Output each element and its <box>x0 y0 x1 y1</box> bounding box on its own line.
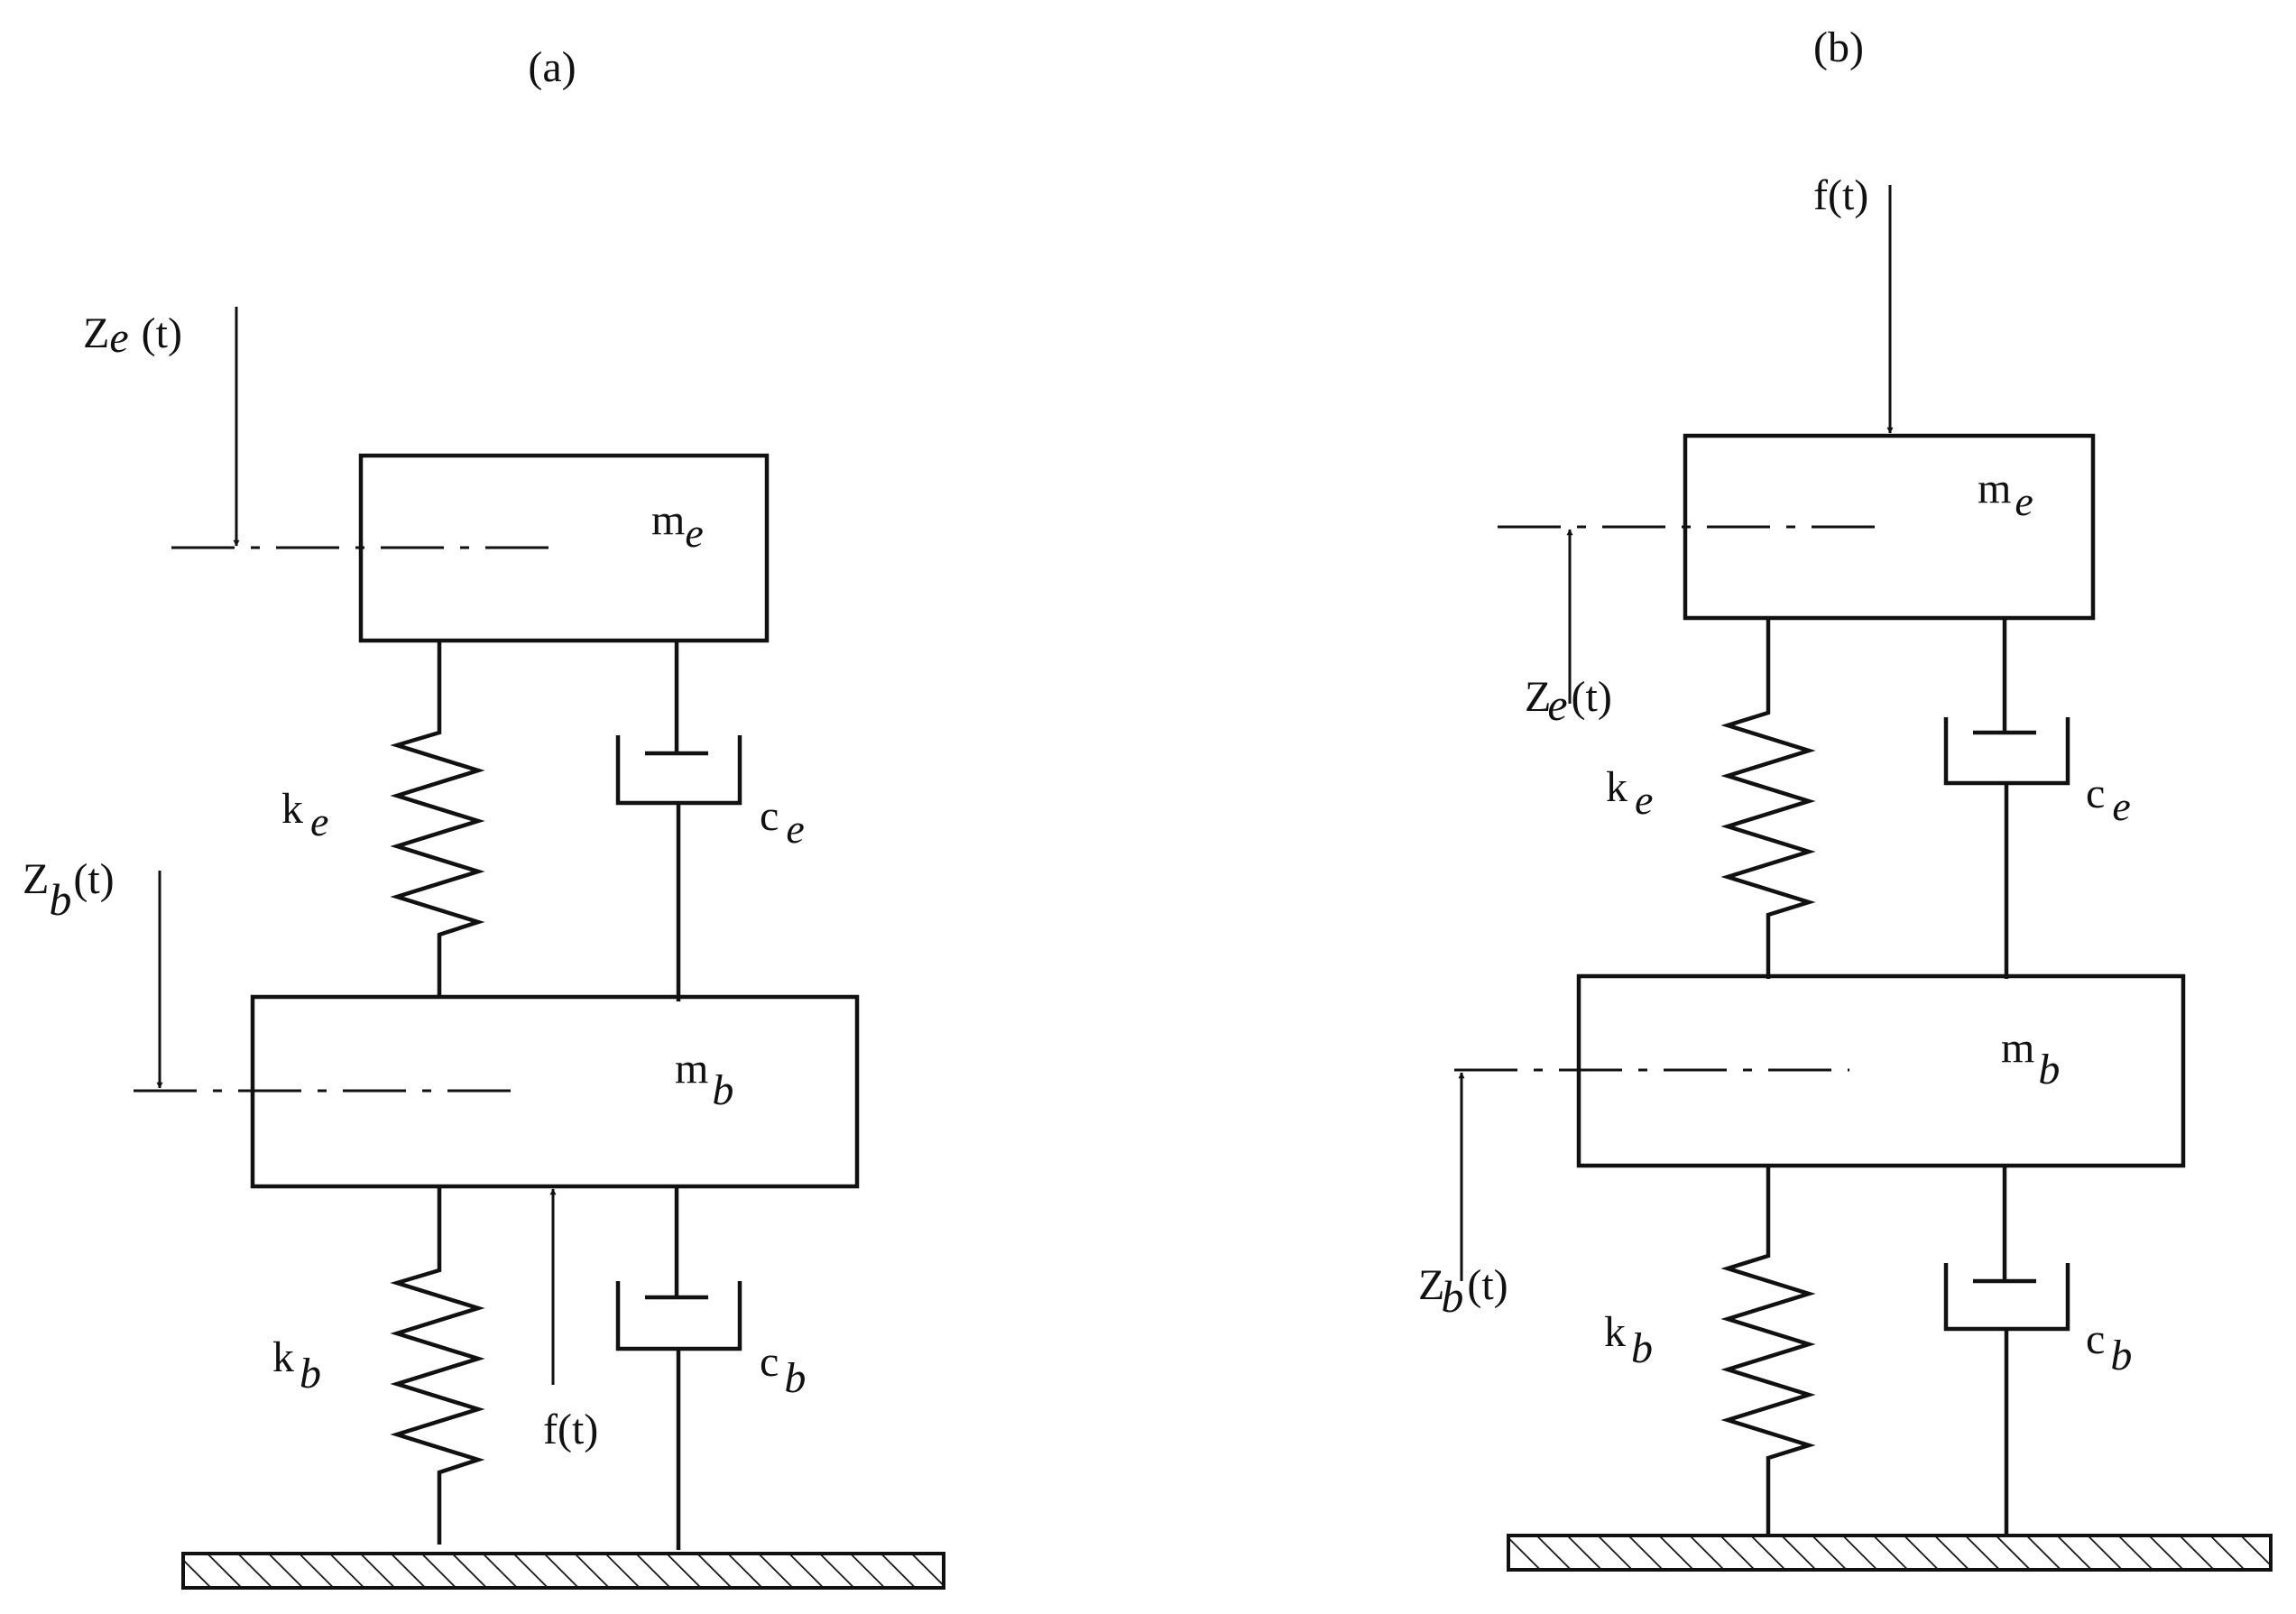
disp-b-label: Zb(t) <box>1418 1261 1508 1322</box>
spring-b <box>1720 1166 1816 1534</box>
spring-b <box>390 1186 485 1545</box>
panel-b-label: (b) <box>1813 23 1864 71</box>
ground <box>181 1552 945 1590</box>
force-label: f(t) <box>1813 171 1868 219</box>
damper-b <box>615 1186 742 1550</box>
mass-e-label: me <box>1978 465 2033 524</box>
damper-b <box>1943 1166 2070 1534</box>
damper-e <box>1943 618 2070 979</box>
ground <box>1507 1534 2273 1572</box>
disp-e-label: Ze(t) <box>1525 673 1612 730</box>
force-label: f(t) <box>543 1406 598 1453</box>
mass-e-label: me <box>651 496 704 556</box>
disp-b-label: Zb(t) <box>23 855 115 925</box>
spring-e <box>1720 618 1816 979</box>
damper-e <box>615 641 742 1001</box>
mass-b-label: mb <box>675 1045 733 1114</box>
panel-a-label: (a) <box>528 43 576 91</box>
disp-e-label: Ze(t) <box>83 309 182 362</box>
spring-e <box>390 641 485 997</box>
mass-b-label: mb <box>2001 1024 2060 1093</box>
